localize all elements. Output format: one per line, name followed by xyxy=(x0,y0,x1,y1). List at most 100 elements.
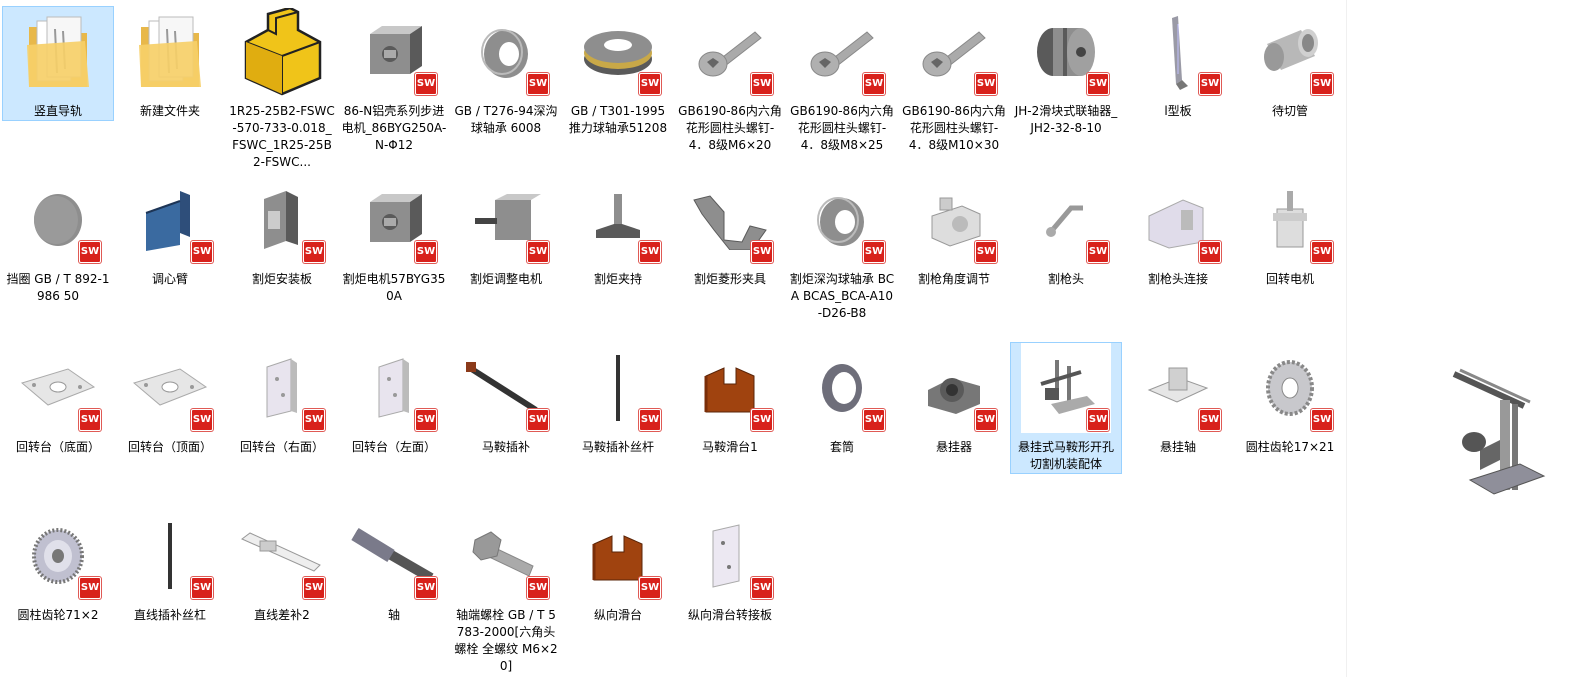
solidworks-badge-icon: SW xyxy=(303,409,325,431)
file-name: l型板 xyxy=(1164,104,1192,118)
file-thumbnail: SW xyxy=(125,175,215,265)
file-item[interactable]: SW l型板 xyxy=(1122,6,1234,121)
file-name: 悬挂器 xyxy=(935,440,972,454)
file-name: 割炬夹持 xyxy=(593,272,642,286)
file-thumbnail: SW xyxy=(685,7,775,97)
pane-separator[interactable] xyxy=(1346,0,1347,677)
side-plate-icon xyxy=(257,355,307,421)
file-thumbnail: SW xyxy=(349,343,439,433)
file-name: 直线差补2 xyxy=(254,608,310,622)
file-item[interactable]: SW 回转台（顶面） xyxy=(114,342,226,457)
file-name: 套筒 xyxy=(829,440,854,454)
file-name: 回转台（顶面） xyxy=(127,440,212,454)
file-name: JH-2滑块式联轴器_JH2-32-8-10 xyxy=(1014,104,1118,135)
solidworks-badge-icon: SW xyxy=(1199,241,1221,263)
file-name: 圆柱齿轮71×2 xyxy=(17,608,99,622)
file-item[interactable]: 1R25-25B2-FSWC-570-733-0.018_FSWC_1R25-2… xyxy=(226,6,338,172)
file-thumbnail: SW xyxy=(461,511,551,601)
solidworks-badge-icon: SW xyxy=(303,577,325,599)
solidworks-badge-icon: SW xyxy=(1087,409,1109,431)
clamp-icon xyxy=(588,190,648,250)
file-thumbnail: SW xyxy=(13,343,103,433)
file-thumbnail: SW xyxy=(349,175,439,265)
side-plate-icon xyxy=(369,355,419,421)
file-thumbnail: SW xyxy=(1133,175,1223,265)
file-item[interactable]: 新建文件夹 xyxy=(114,6,226,121)
solidworks-badge-icon: SW xyxy=(191,409,213,431)
file-name: 圆柱齿轮17×21 xyxy=(1245,440,1335,454)
file-name: 割炬电机57BYG350A xyxy=(342,272,446,303)
file-thumbnail: SW xyxy=(349,7,439,97)
file-item[interactable]: SW 直线差补2 xyxy=(226,510,338,625)
file-name: 马鞍插补 xyxy=(481,440,530,454)
file-name: 割炬菱形夹具 xyxy=(693,272,766,286)
coupling-icon xyxy=(1033,22,1099,82)
file-name: 马鞍插补丝杆 xyxy=(581,440,654,454)
lead-screw-icon xyxy=(160,521,180,591)
file-item[interactable]: SW JH-2滑块式联轴器_JH2-32-8-10 xyxy=(1010,6,1122,138)
folder-icon xyxy=(135,13,205,91)
plate-icon xyxy=(130,363,210,413)
file-name: 轴 xyxy=(387,608,400,622)
solidworks-badge-icon: SW xyxy=(639,73,661,95)
fixture-icon xyxy=(690,190,770,250)
torch-head-icon xyxy=(1041,200,1091,240)
file-thumbnail: SW xyxy=(685,511,775,601)
file-name: 待切管 xyxy=(1271,104,1308,118)
solidworks-badge-icon: SW xyxy=(1087,241,1109,263)
file-thumbnail: SW xyxy=(1021,7,1111,97)
file-thumbnail: SW xyxy=(797,343,887,433)
solidworks-badge-icon: SW xyxy=(975,241,997,263)
file-item[interactable]: SW 套筒 xyxy=(786,342,898,457)
solidworks-badge-icon: SW xyxy=(751,73,773,95)
plate-icon xyxy=(18,363,98,413)
solidworks-badge-icon: SW xyxy=(415,241,437,263)
sleeve-icon xyxy=(814,360,870,416)
solidworks-badge-icon: SW xyxy=(975,73,997,95)
solidworks-badge-icon: SW xyxy=(863,73,885,95)
yellow-block-icon xyxy=(238,8,326,96)
l-plate-icon xyxy=(1158,14,1198,90)
solidworks-badge-icon: SW xyxy=(1199,73,1221,95)
file-item[interactable]: SW 割炬电机57BYG350A xyxy=(338,174,450,306)
file-item[interactable]: 竖直导轨 xyxy=(2,6,114,121)
file-name: 直线插补丝杠 xyxy=(133,608,206,622)
file-name: 割炬调整电机 xyxy=(469,272,542,286)
linear-rail-icon xyxy=(240,531,324,581)
file-thumbnail: SW xyxy=(1021,343,1111,433)
